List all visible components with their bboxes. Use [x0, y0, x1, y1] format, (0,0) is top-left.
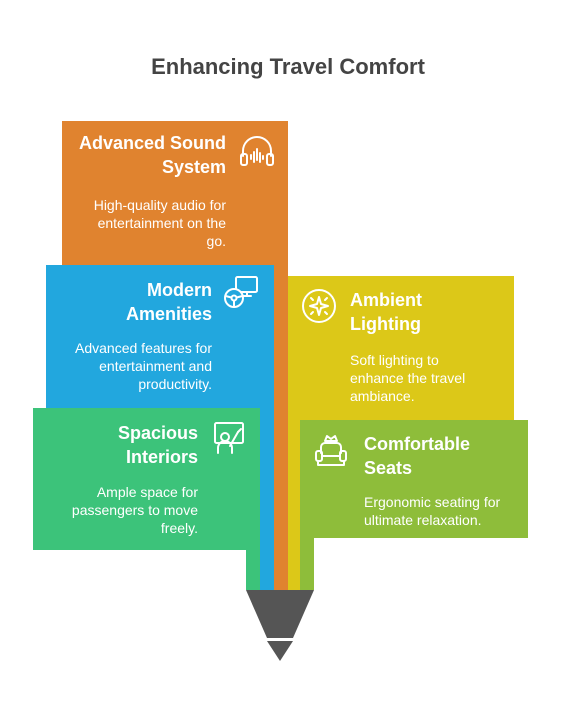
sound-description: High-quality audio for entertainment on … — [93, 197, 226, 249]
interiors-title: Spacious Interiors — [117, 423, 198, 467]
lighting-description: Soft lighting to enhance the travel ambi… — [350, 352, 466, 404]
presenter-icon — [214, 422, 244, 454]
amenities-description: Advanced features for entertainment and … — [75, 340, 212, 392]
pencil-point — [267, 641, 293, 661]
armchair-icon — [315, 435, 347, 466]
card-interiors — [33, 408, 260, 550]
seats-title: Comfortable Seats — [364, 434, 471, 478]
amenities-title: Modern Amenities — [125, 280, 212, 324]
sparkle-icon — [302, 289, 336, 323]
card-seats — [300, 420, 528, 538]
diagram-title: Enhancing Travel Comfort — [151, 54, 425, 79]
lighting-title: Ambient Lighting — [350, 290, 422, 334]
seats-description: Ergonomic seating for ultimate relaxatio… — [364, 494, 501, 528]
card-sound — [62, 121, 288, 265]
steering-monitor-icon — [224, 276, 258, 308]
interiors-description: Ample space for passengers to move freel… — [71, 484, 198, 536]
sound-title: Advanced Sound System — [78, 133, 226, 177]
headphones-icon — [240, 136, 274, 166]
pencil-tip — [246, 590, 314, 638]
